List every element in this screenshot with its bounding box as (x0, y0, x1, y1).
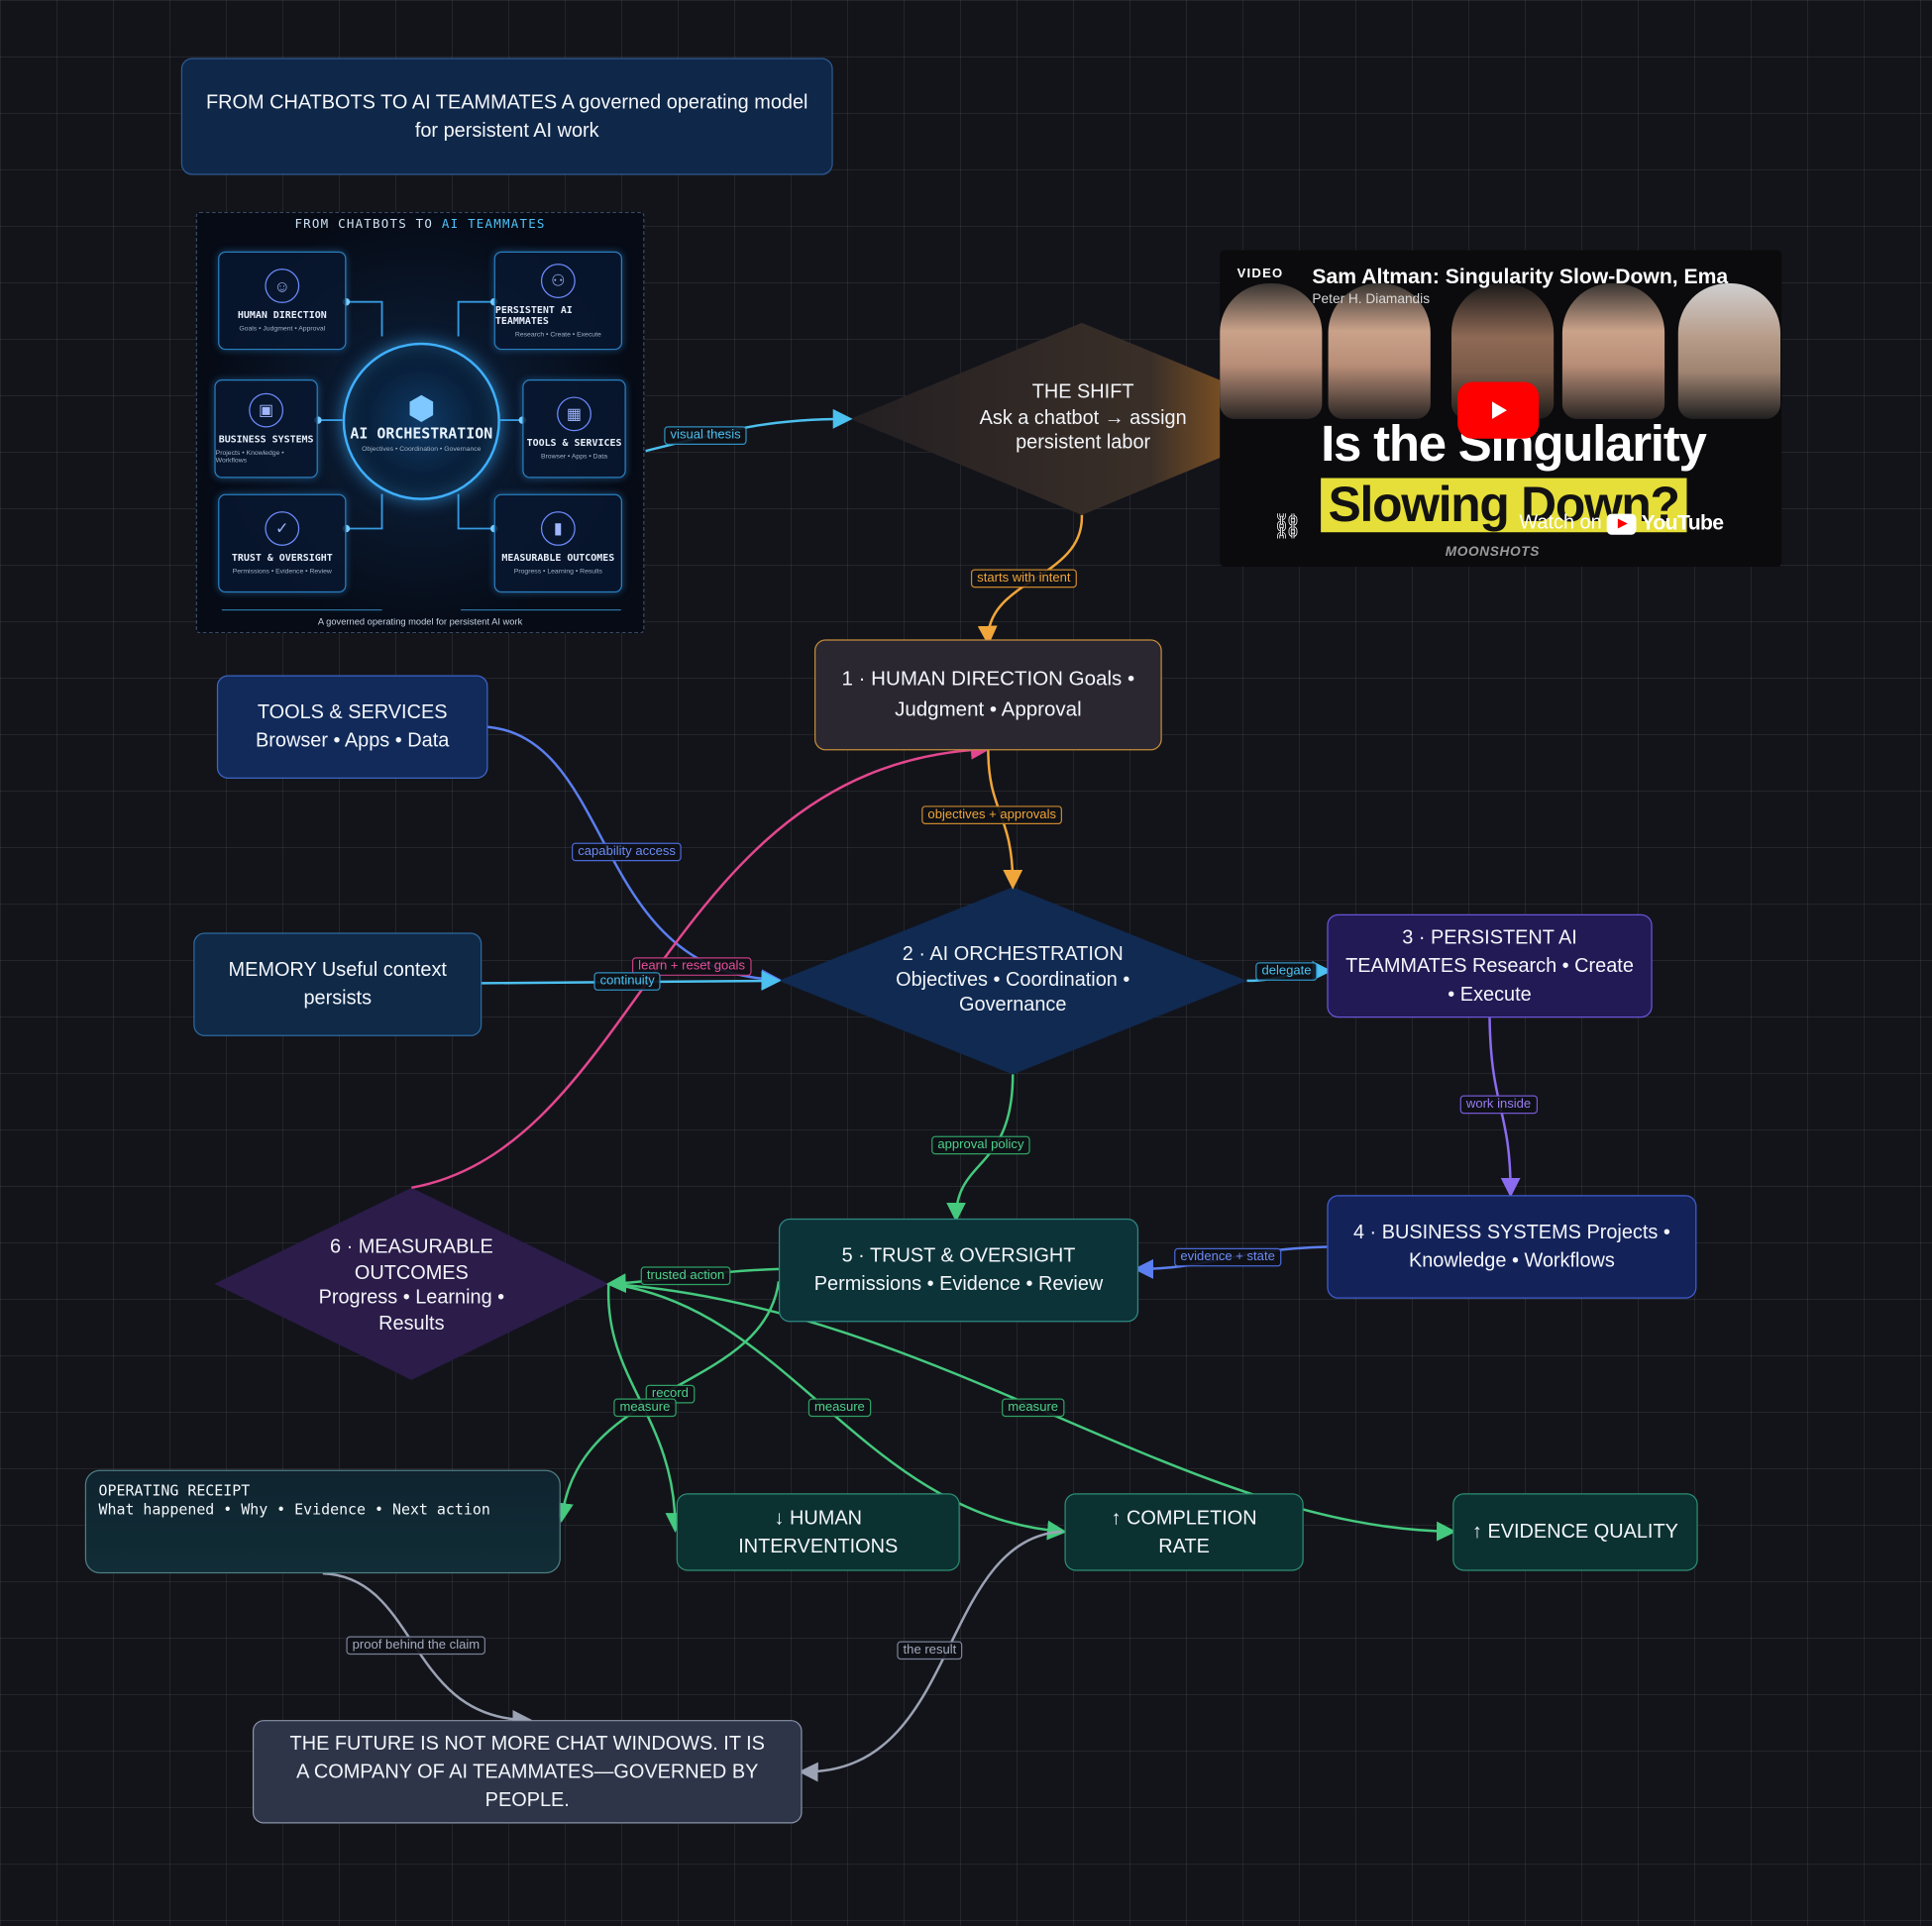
video-embed[interactable]: VIDEO Sam Altman: Singularity Slow-Down,… (1220, 250, 1782, 568)
trust-oversight-node[interactable]: 5 · TRUST & OVERSIGHT Permissions • Evid… (778, 1218, 1139, 1323)
outcomes-label: 6 · MEASURABLE OUTCOMES Progress • Learn… (318, 1236, 505, 1335)
infographic-card-business: ▣ BUSINESS SYSTEMS Projects • Knowledge … (214, 379, 318, 479)
infographic-image[interactable]: FROM CHATBOTS TO AI TEAMMATES ☺ HUMAN DI… (195, 211, 645, 634)
edge-label-starts-with-intent: starts with intent (970, 569, 1077, 588)
outcomes-diamond[interactable] (214, 1187, 609, 1380)
edge-label-objectives-approvals: objectives + approvals (921, 805, 1063, 824)
infographic-card-trust: ✓ TRUST & OVERSIGHT Permissions • Eviden… (218, 493, 347, 593)
chart-icon: ▮ (540, 511, 576, 546)
edge-label-capability-access: capability access (572, 842, 683, 862)
shift-diamond[interactable] (850, 322, 1314, 515)
infographic-card-tools: ▦ TOOLS & SERVICES Browser • Apps • Data (522, 379, 626, 479)
edge-label-measure: measure (807, 1398, 872, 1418)
person-icon: ☺ (265, 268, 300, 303)
video-brand: MOONSHOTS (1445, 544, 1541, 560)
edge-label-trusted-action: trusted action (640, 1266, 731, 1286)
video-tag: VIDEO (1236, 266, 1284, 281)
video-thumbnail-face (1677, 283, 1781, 419)
edge-label-continuity: continuity (593, 972, 662, 991)
shift-label: THE SHIFT Ask a chatbot → assign persist… (979, 381, 1187, 454)
youtube-logo-icon (1606, 512, 1637, 535)
completion-rate-node[interactable]: ↑ COMPLETION RATE (1064, 1493, 1304, 1571)
infographic-card-outcomes: ▮ MEASURABLE OUTCOMES Progress • Learnin… (493, 493, 623, 593)
edge-label-evidence-state: evidence + state (1174, 1247, 1282, 1267)
edge-approval-policy (946, 1074, 1015, 1223)
play-icon[interactable] (1457, 381, 1540, 439)
human-interventions-node[interactable]: ↓ HUMAN INTERVENTIONS (676, 1493, 960, 1571)
team-icon: ⚇ (540, 263, 576, 298)
shield-icon: ✓ (265, 511, 300, 546)
link-icon[interactable]: ⛓ (1271, 513, 1303, 541)
video-thumbnail-face (1561, 283, 1665, 419)
infographic-card-teammates: ⚇ PERSISTENT AI TEAMMATES Research • Cre… (493, 251, 623, 351)
edge-label-learn-reset-goals: learn + reset goals (631, 957, 752, 976)
briefcase-icon: ▣ (249, 392, 284, 428)
business-systems-node[interactable]: 4 · BUSINESS SYSTEMS Projects • Knowledg… (1327, 1195, 1697, 1299)
infographic-core: ⬢ AI ORCHESTRATION Objectives • Coordina… (342, 342, 500, 500)
infographic-title: FROM CHATBOTS TO AI TEAMMATES (294, 218, 546, 232)
orchestration-diamond[interactable] (778, 887, 1247, 1075)
network-icon: ⬢ (407, 388, 436, 426)
persistent-teammates-node[interactable]: 3 · PERSISTENT AI TEAMMATES Research • C… (1327, 913, 1653, 1018)
edge-label-visual-thesis: visual thesis (664, 426, 747, 445)
orchestration-label: 2 · AI ORCHESTRATION Objectives • Coordi… (896, 943, 1130, 1016)
edge-label-the-result: the result (897, 1641, 963, 1660)
edge-label-delegate: delegate (1255, 962, 1318, 981)
receipt-body: What happened • Why • Evidence • Next ac… (98, 1500, 490, 1519)
infographic-footer: A governed operating model for persisten… (317, 615, 523, 627)
edge-label-work-inside: work inside (1459, 1095, 1538, 1115)
title-card[interactable]: FROM CHATBOTS TO AI TEAMMATES A governed… (180, 57, 833, 175)
tools-services-node[interactable]: TOOLS & SERVICES Browser • Apps • Data (216, 675, 488, 779)
watch-on-youtube[interactable]: Watch on YouTube (1519, 511, 1724, 535)
edge-label-proof: proof behind the claim (346, 1636, 486, 1656)
evidence-quality-node[interactable]: ↑ EVIDENCE QUALITY (1452, 1493, 1698, 1571)
infographic-card-human: ☺ HUMAN DIRECTION Goals • Judgment • App… (218, 251, 347, 351)
human-direction-node[interactable]: 1 · HUMAN DIRECTION Goals • Judgment • A… (814, 639, 1162, 751)
edge-label-measure: measure (613, 1398, 677, 1418)
video-thumbnail-face (1328, 283, 1431, 419)
grid-icon: ▦ (557, 396, 591, 432)
edge-label-approval-policy: approval policy (931, 1135, 1030, 1155)
video-channel[interactable]: Peter H. Diamandis (1312, 291, 1431, 307)
receipt-title: OPERATING RECEIPT (98, 1482, 251, 1500)
title-card-text: FROM CHATBOTS TO AI TEAMMATES A governed… (205, 91, 808, 142)
video-title[interactable]: Sam Altman: Singularity Slow-Down, Ema (1312, 265, 1729, 289)
memory-node[interactable]: MEMORY Useful context persists (193, 932, 483, 1036)
operating-receipt-node[interactable]: OPERATING RECEIPT What happened • Why • … (84, 1469, 561, 1574)
video-thumbnail-face (1220, 283, 1323, 419)
future-statement-node[interactable]: THE FUTURE IS NOT MORE CHAT WINDOWS. IT … (252, 1720, 803, 1824)
edge-label-measure: measure (1002, 1398, 1065, 1418)
